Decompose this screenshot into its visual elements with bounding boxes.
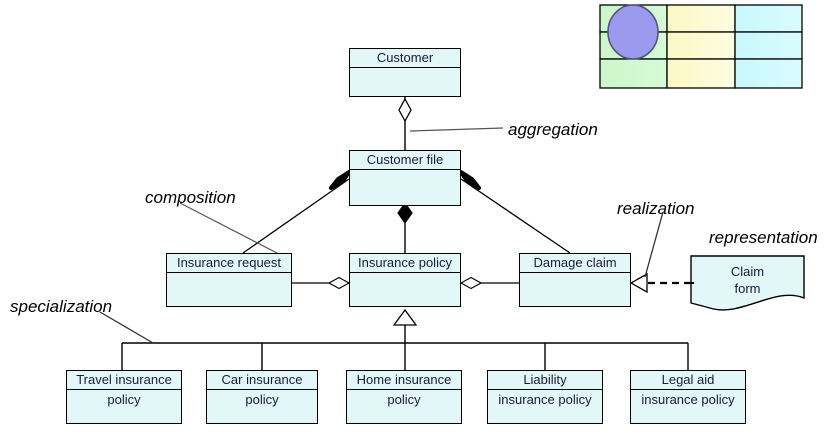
class-body-travel-insurance: policy xyxy=(107,392,141,407)
connector-composition-customerfile-damageclaim[interactable] xyxy=(459,170,571,254)
filled-diamond-marker-right xyxy=(459,170,481,190)
class-name-customer: Customer xyxy=(350,49,460,68)
class-box-car-insurance-policy[interactable]: Car insurance policy xyxy=(206,370,318,424)
hollow-triangle-marker xyxy=(392,308,418,326)
class-box-insurance-policy[interactable]: Insurance policy xyxy=(349,253,461,307)
filled-diamond-marker-bottom xyxy=(397,201,413,225)
hollow-diamond-marker xyxy=(459,276,483,290)
leader-line-aggregation xyxy=(409,127,504,132)
class-body-customer-file xyxy=(350,170,460,171)
class-name-home-insurance: Home insurance xyxy=(347,371,461,390)
claim-form-line2: form xyxy=(734,281,761,296)
legend-cell-r1c3[interactable] xyxy=(734,4,803,33)
class-body-insurance-policy xyxy=(350,273,460,274)
class-box-travel-insurance-policy[interactable]: Travel insurance policy xyxy=(66,370,182,424)
class-body-customer xyxy=(350,68,460,69)
class-body-liability: insurance policy xyxy=(498,392,592,407)
annotation-composition: composition xyxy=(145,188,236,207)
color-legend-grid[interactable] xyxy=(599,4,804,89)
connector-aggregation-customer-customerfile[interactable] xyxy=(398,97,412,150)
class-box-insurance-request[interactable]: Insurance request xyxy=(166,253,292,307)
leader-line-realization xyxy=(644,211,664,278)
class-name-customer-file: Customer file xyxy=(350,151,460,170)
class-box-damage-claim[interactable]: Damage claim xyxy=(519,253,631,307)
claim-form-document-shape[interactable] xyxy=(690,255,805,311)
annotation-realization: realization xyxy=(617,199,695,218)
legend-cell-r2c3[interactable] xyxy=(734,31,803,60)
legend-cell-r3c3[interactable] xyxy=(734,58,803,89)
connector-realization-claimform-damageclaim[interactable] xyxy=(629,272,691,294)
class-body-car-insurance: policy xyxy=(245,392,279,407)
filled-diamond-marker-left xyxy=(329,170,351,190)
class-box-customer-file[interactable]: Customer file xyxy=(349,150,461,206)
annotation-aggregation: aggregation xyxy=(508,120,598,139)
class-box-liability-insurance-policy[interactable]: Liability insurance policy xyxy=(487,370,603,424)
annotation-specialization: specialization xyxy=(10,297,113,316)
legend-cell-r3c1[interactable] xyxy=(599,58,668,89)
legend-cell-r3c2[interactable] xyxy=(666,58,736,89)
class-name-insurance-request: Insurance request xyxy=(167,254,291,273)
leader-line-specialization xyxy=(99,311,154,344)
legend-cell-r1c2[interactable] xyxy=(666,4,736,33)
hollow-diamond-marker xyxy=(327,276,351,290)
connector-composition-customerfile-insurancerequest[interactable] xyxy=(242,170,351,254)
class-body-damage-claim xyxy=(520,273,630,274)
claim-form-label: Claim form xyxy=(691,263,804,297)
claim-form-line1: Claim xyxy=(730,264,765,279)
class-name-travel-insurance: Travel insurance xyxy=(67,371,181,390)
leader-line-composition xyxy=(179,202,278,254)
connector-specialization-tree[interactable] xyxy=(121,308,689,370)
hollow-triangle-marker xyxy=(629,272,648,294)
legend-highlight-ellipse[interactable] xyxy=(607,4,659,60)
class-name-legal-aid: Legal aid xyxy=(631,371,745,390)
class-box-customer[interactable]: Customer xyxy=(349,48,461,97)
class-box-home-insurance-policy[interactable]: Home insurance policy xyxy=(346,370,462,424)
class-name-car-insurance: Car insurance xyxy=(207,371,317,390)
connector-composition-customerfile-insurancepolicy[interactable] xyxy=(397,201,413,253)
connector-aggregation-request-policy[interactable] xyxy=(292,276,351,290)
class-name-damage-claim: Damage claim xyxy=(520,254,630,273)
class-body-home-insurance: policy xyxy=(387,392,421,407)
class-body-legal-aid: insurance policy xyxy=(641,392,735,407)
class-name-liability: Liability xyxy=(488,371,602,390)
class-body-insurance-request xyxy=(167,273,291,274)
legend-cell-r2c2[interactable] xyxy=(666,31,736,60)
class-name-insurance-policy: Insurance policy xyxy=(350,254,460,273)
class-box-legal-aid-insurance-policy[interactable]: Legal aid insurance policy xyxy=(630,370,746,424)
annotation-representation: representation xyxy=(709,228,818,247)
hollow-diamond-marker xyxy=(398,97,412,123)
connector-aggregation-policy-damageclaim[interactable] xyxy=(459,276,519,290)
legend-cells xyxy=(599,4,803,89)
